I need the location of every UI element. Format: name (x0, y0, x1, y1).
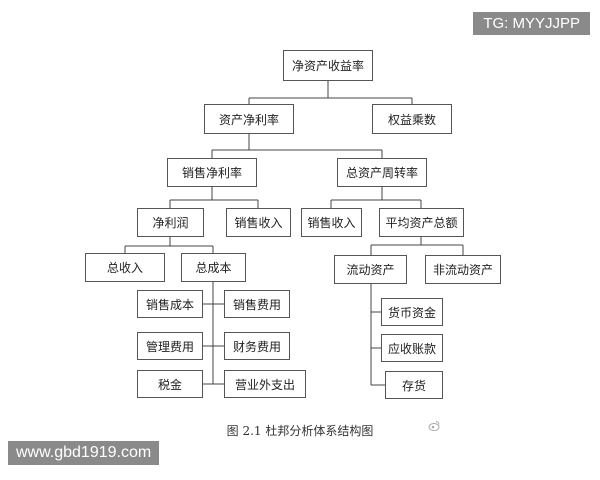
node-admin-expenses: 管理费用 (137, 332, 203, 360)
node-net-profit: 净利润 (137, 208, 204, 237)
watermark-tg: TG: MYYJJPP (473, 12, 590, 35)
node-roa: 资产净利率 (204, 104, 294, 134)
node-avg-total-assets: 平均资产总额 (379, 208, 464, 237)
weibo-icon (428, 421, 440, 431)
node-inventory: 存货 (385, 371, 443, 399)
node-sales-revenue-left: 销售收入 (226, 208, 291, 237)
node-taxes: 税金 (137, 370, 203, 398)
node-non-operating-expenses: 营业外支出 (224, 370, 306, 398)
node-receivables: 应收账款 (381, 334, 443, 362)
node-asset-turnover: 总资产周转率 (337, 158, 427, 187)
node-current-assets: 流动资产 (334, 255, 407, 284)
node-noncurrent-assets: 非流动资产 (425, 255, 501, 284)
node-cost-of-sales: 销售成本 (137, 290, 203, 318)
node-net-margin: 销售净利率 (167, 158, 257, 187)
node-roe: 净资产收益率 (283, 50, 373, 81)
weibo-watermark (428, 420, 444, 432)
node-total-revenue: 总收入 (85, 253, 165, 282)
figure-caption: 图 2.1 杜邦分析体系结构图 (226, 424, 374, 438)
node-total-cost: 总成本 (181, 253, 246, 282)
watermark-url: www.gbd1919.com (8, 441, 160, 465)
node-selling-expenses: 销售费用 (224, 290, 290, 318)
node-cash: 货币资金 (381, 298, 443, 326)
node-equity-multiplier: 权益乘数 (372, 104, 452, 134)
node-sales-revenue-right: 销售收入 (301, 208, 362, 237)
node-financial-expenses: 财务费用 (224, 332, 290, 360)
